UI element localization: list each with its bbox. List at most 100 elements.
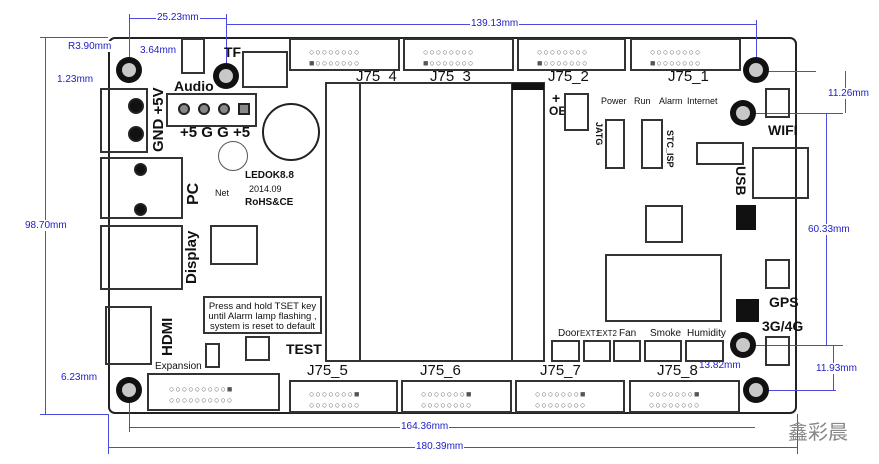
j75-8-label: J75_8 xyxy=(657,362,698,379)
audio-label: Audio xyxy=(174,78,214,94)
dim-6-23: 6.23mm xyxy=(60,372,99,383)
ext-line xyxy=(756,390,836,391)
model-label: LEDOK8.8 xyxy=(245,170,294,181)
led-internet: Internet xyxy=(687,96,718,106)
dim-98-70: 98.70mm xyxy=(24,220,68,231)
dim-164-36: 164.36mm xyxy=(400,421,450,432)
led-alarm: Alarm xyxy=(659,96,683,106)
dim-line xyxy=(40,414,108,415)
chip xyxy=(210,225,258,265)
pin xyxy=(134,203,147,216)
connector-j75-6: ○○○○○○○■○○○○○○○○ xyxy=(401,380,512,413)
led-power: Power xyxy=(601,96,627,106)
dim-1-23: 1.23mm xyxy=(56,74,95,85)
power-pin xyxy=(128,126,144,142)
dim-11-26: 11.26mm xyxy=(827,88,870,99)
component xyxy=(205,343,220,368)
divider xyxy=(359,84,361,360)
mount-hole xyxy=(730,332,756,358)
dim-180-39: 180.39mm xyxy=(415,441,465,452)
gps-label: GPS xyxy=(769,294,799,310)
wifi-label: WIFI xyxy=(768,122,798,138)
port-fan: Fan xyxy=(619,328,637,339)
power-pin xyxy=(128,98,144,114)
door-connector xyxy=(551,340,580,362)
mount-hole xyxy=(213,63,239,89)
mount-hole xyxy=(730,100,756,126)
connector-j75-4: ○○○○○○○○■○○○○○○○ xyxy=(289,38,400,71)
dim-13-82: 13.82mm xyxy=(698,360,742,371)
j75-6-label: J75_6 xyxy=(420,362,461,379)
sensor xyxy=(218,141,248,171)
net-label: Net xyxy=(215,188,230,198)
module-footprint xyxy=(605,254,722,322)
test-label: TEST xyxy=(286,341,322,357)
lcd-bar xyxy=(512,83,544,90)
ext-line xyxy=(129,390,130,432)
ext-line xyxy=(743,345,843,346)
jatg-header xyxy=(605,119,625,169)
ext-line xyxy=(743,113,843,114)
hdmi-label: HDMI xyxy=(159,317,176,356)
port-door: Door xyxy=(558,328,580,339)
ext-line xyxy=(756,20,757,70)
pc-port xyxy=(100,157,183,219)
usb-label: USB xyxy=(733,166,749,196)
tf-label: TF xyxy=(224,44,242,60)
3g4g-label: 3G/4G xyxy=(762,318,804,334)
ext-line xyxy=(129,14,130,74)
ext-line xyxy=(756,71,816,72)
connector-j75-2: ○○○○○○○○■○○○○○○○ xyxy=(517,38,626,71)
plus-label: + xyxy=(552,90,561,106)
mount-hole xyxy=(116,377,142,403)
test-button[interactable] xyxy=(245,336,270,361)
connector-j75-5: ○○○○○○○■○○○○○○○○ xyxy=(289,380,398,413)
usb-header xyxy=(696,142,744,165)
mount-hole xyxy=(116,57,142,83)
smoke-connector xyxy=(644,340,682,362)
connector-j75-3: ○○○○○○○○■○○○○○○○ xyxy=(403,38,514,71)
port-humidity: Humidity xyxy=(687,328,726,339)
date-label: 2014.09 xyxy=(249,184,282,194)
usb-port xyxy=(752,147,809,199)
mount-hole xyxy=(743,377,769,403)
gps-antenna xyxy=(765,259,790,289)
port-ext2: EXT2 xyxy=(597,329,618,338)
reset-note: Press and hold TSET key until Alarm lamp… xyxy=(203,296,322,334)
port-ext1: EXT1 xyxy=(580,329,601,338)
watermark: 鑫彩晨 xyxy=(788,422,848,444)
port-smoke: Smoke xyxy=(650,328,682,339)
stc-isp-header xyxy=(641,119,663,169)
pin xyxy=(238,103,250,115)
ext-line xyxy=(108,414,109,454)
tf-slot xyxy=(242,51,288,88)
expansion-connector: ○○○○○○○○○■○○○○○○○○○○ xyxy=(147,373,280,411)
dim-60-33: 60.33mm xyxy=(807,224,851,235)
display-label: Display xyxy=(183,230,200,284)
button xyxy=(736,205,756,230)
hdmi-port xyxy=(105,306,152,365)
wifi-antenna xyxy=(765,88,790,118)
connector-j75-7: ○○○○○○○■○○○○○○○○ xyxy=(515,380,625,413)
dim-139-13: 139.13mm xyxy=(470,18,520,29)
dim-3-64: 3.64mm xyxy=(139,45,178,56)
buzzer xyxy=(262,103,320,161)
chip xyxy=(645,205,683,243)
j75-2-label: J75_2 xyxy=(548,68,589,85)
display-port xyxy=(100,225,183,290)
stc-isp-label: STC_ISP xyxy=(665,130,675,168)
ext-line xyxy=(797,414,798,454)
divider xyxy=(511,84,513,360)
dim-r3-90: R3.90mm xyxy=(67,41,113,52)
connector-j75-1: ○○○○○○○○■○○○○○○○ xyxy=(630,38,741,71)
led-run: Run xyxy=(634,96,651,106)
cert-label: RoHS&CE xyxy=(245,197,294,208)
gnd-5v-label: GND +5V xyxy=(150,87,167,152)
power-out-connector xyxy=(166,93,257,127)
pin xyxy=(134,163,147,176)
dim-11-93: 11.93mm xyxy=(815,363,858,374)
ext-line xyxy=(226,14,227,74)
audio-jack xyxy=(181,38,205,74)
humidity-connector xyxy=(685,340,724,362)
